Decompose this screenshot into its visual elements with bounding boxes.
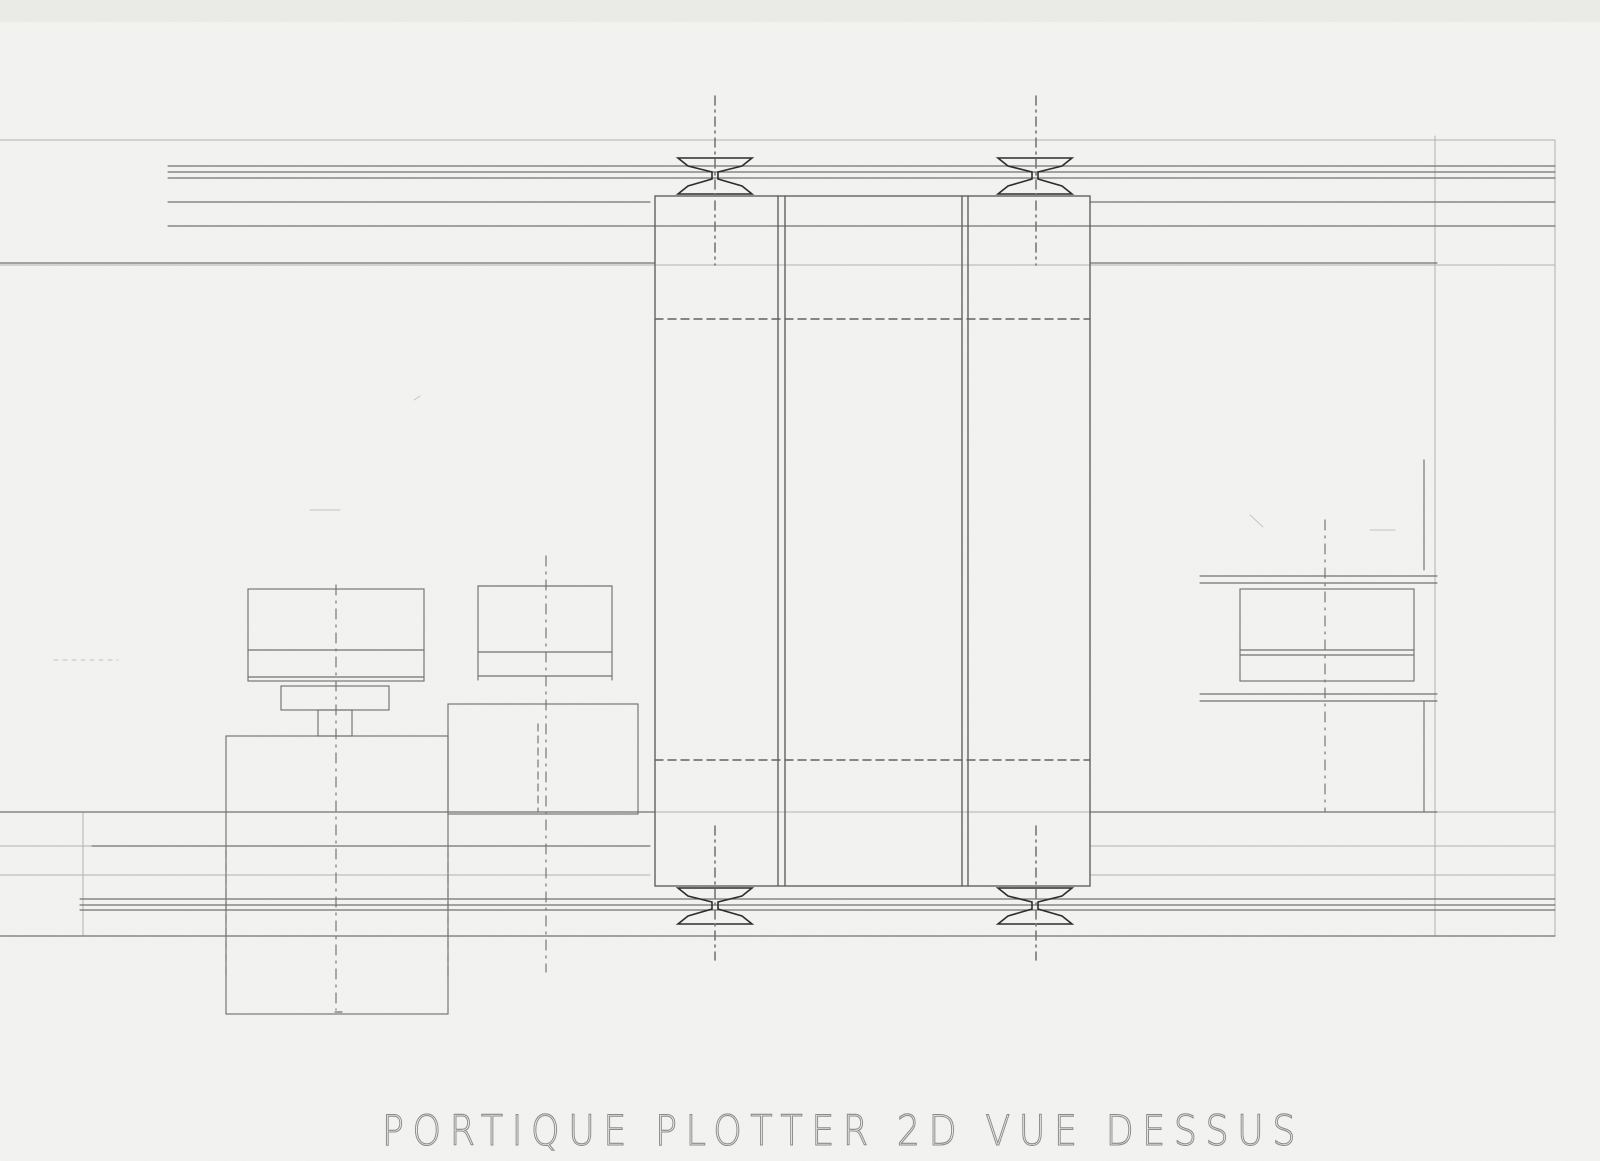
gantry-carriage <box>654 195 1091 887</box>
paper-top-edge <box>0 0 1600 22</box>
drawing-title: PORTIQUE PLOTTER 2D VUE DESSUS <box>382 1106 1304 1155</box>
left-motor-assembly <box>225 584 639 1015</box>
bottom-right-roller <box>995 825 1075 961</box>
top-rail <box>0 165 1556 264</box>
left-pulley-assembly <box>477 555 613 973</box>
top-left-roller <box>675 95 755 266</box>
pencil-linework <box>0 95 1556 1015</box>
right-motor-assembly <box>1199 459 1438 813</box>
bottom-left-roller <box>675 825 755 961</box>
top-right-roller <box>995 95 1075 266</box>
faint-sketch-marks <box>53 395 1396 661</box>
